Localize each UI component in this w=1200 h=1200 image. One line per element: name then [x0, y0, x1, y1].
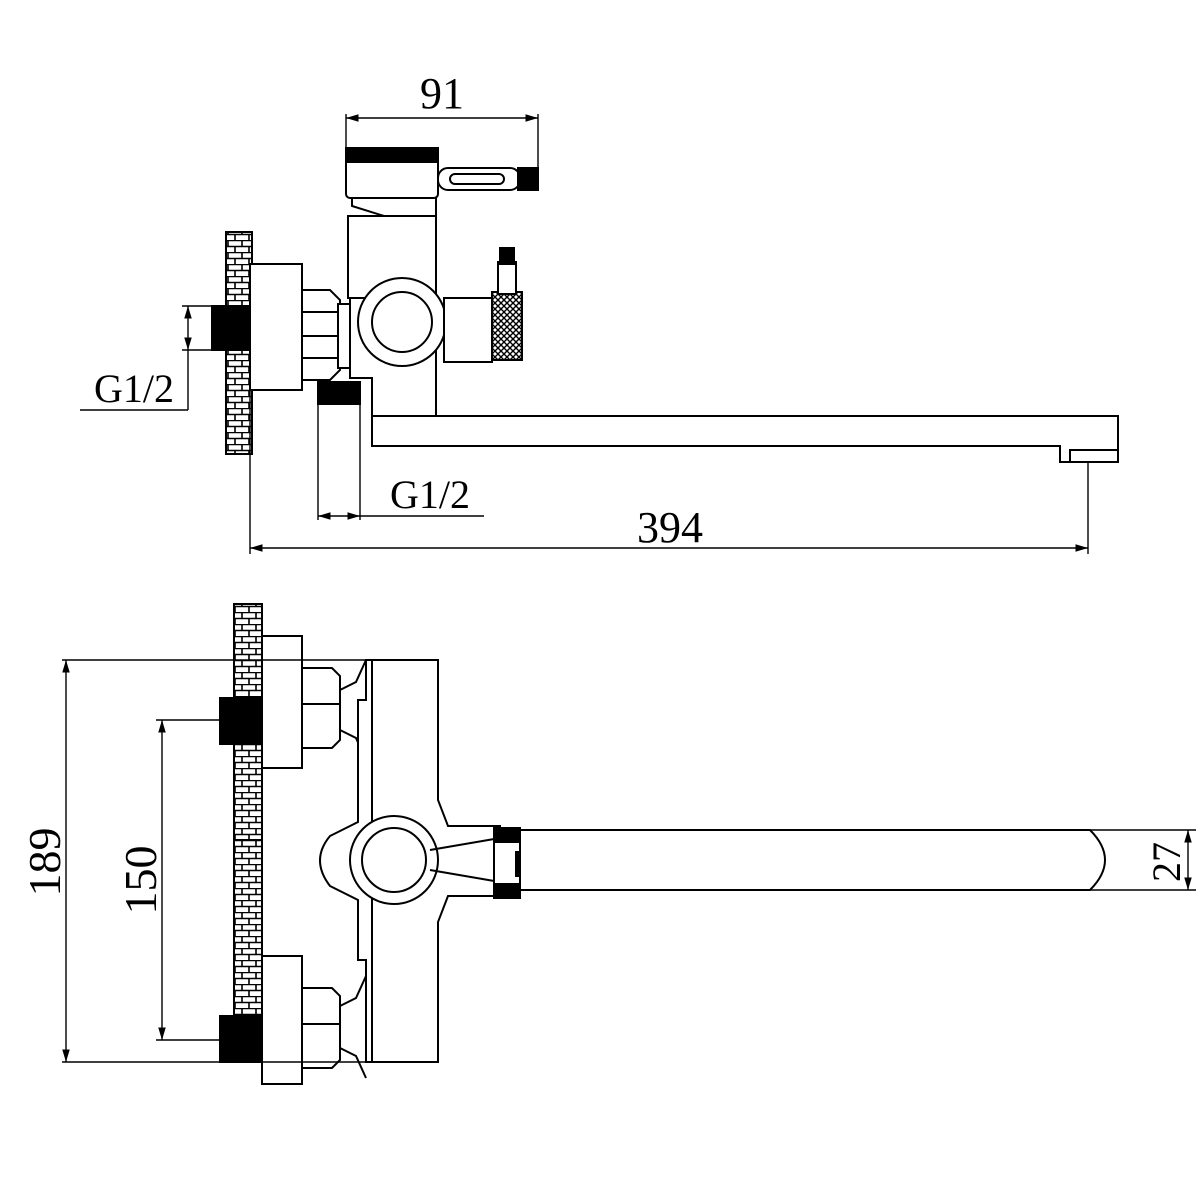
dim-diverter-outlet-thread: G1/2: [390, 472, 470, 517]
top-upper-escutcheon: [261, 635, 303, 769]
side-diverter-knob: [491, 291, 523, 361]
dim-inlet-spacing: 150: [115, 846, 166, 915]
dim-spout-width: 27: [1144, 842, 1189, 882]
top-lower-escutcheon: [261, 955, 303, 1085]
top-dimensions: [62, 659, 1196, 1063]
top-lower-nut: [301, 987, 341, 1069]
side-escutcheon: [249, 263, 303, 391]
top-view: [219, 603, 1106, 1085]
side-diverter-arm: [443, 297, 493, 363]
dim-body-height: 189: [19, 828, 70, 897]
top-upper-nut: [301, 667, 341, 749]
dim-wall-inlet-thread: G1/2: [94, 366, 174, 411]
dim-overall-length: 394: [637, 503, 703, 552]
dim-handle-reach: 91: [420, 69, 464, 118]
side-aerator: [1069, 449, 1119, 463]
side-dimensions: [80, 114, 1089, 554]
side-inlet-fitting: [211, 305, 251, 351]
side-spout: [371, 415, 1119, 463]
side-lever-tip: [517, 167, 539, 191]
side-view: [211, 147, 1119, 463]
side-bottom-outlet: [317, 381, 361, 405]
top-spout: [519, 829, 1106, 891]
top-lower-inlet: [219, 1015, 263, 1063]
top-upper-inlet: [219, 697, 263, 745]
